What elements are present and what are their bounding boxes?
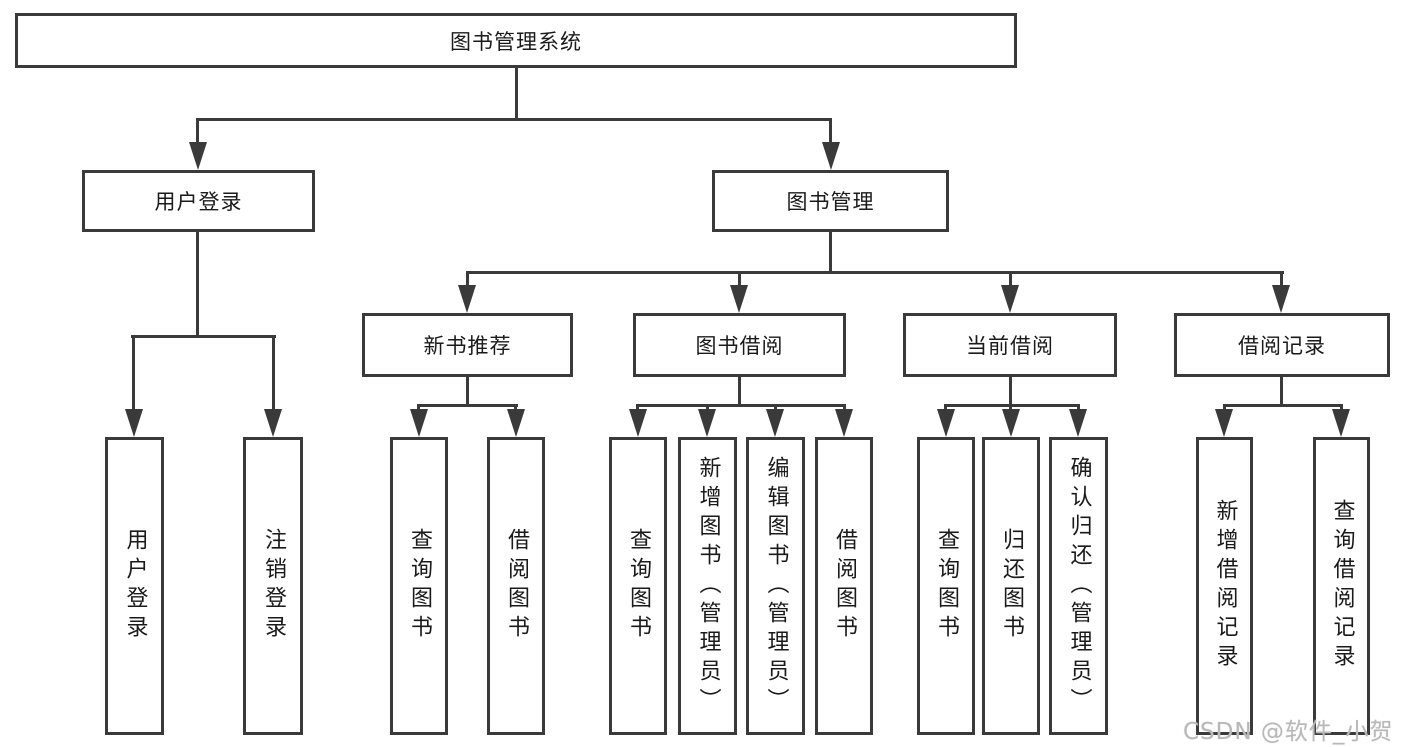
connector-line bbox=[1009, 377, 1012, 407]
connector-line bbox=[636, 404, 846, 407]
connector-line bbox=[466, 377, 469, 407]
leaf-add-book-admin-label: 新增图书（管理员） bbox=[695, 455, 721, 717]
leaf-query-books-recommend-label: 查询图书 bbox=[407, 528, 432, 644]
leaf-query-books-borrowing-label: 查询图书 bbox=[626, 528, 651, 644]
leaf-user-login-label: 用户登录 bbox=[122, 528, 148, 644]
connector-line bbox=[132, 335, 135, 415]
arrow-down-icon bbox=[1001, 285, 1019, 313]
leaf-confirm-return-admin: 确认归还（管理员） bbox=[1049, 437, 1108, 735]
leaf-query-books-current-label: 查询图书 bbox=[934, 528, 959, 644]
arrow-down-icon bbox=[698, 409, 716, 437]
leaf-borrow-books: 借阅图书 bbox=[815, 437, 873, 735]
leaf-query-books-current: 查询图书 bbox=[917, 437, 975, 735]
connector-line bbox=[197, 118, 832, 121]
connector-line bbox=[196, 232, 199, 338]
node-new-book-recommend: 新书推荐 bbox=[362, 313, 573, 377]
node-borrow-records-label: 借阅记录 bbox=[1238, 334, 1326, 358]
node-book-management: 图书管理 bbox=[712, 170, 949, 232]
arrow-down-icon bbox=[1215, 409, 1233, 437]
node-current-borrowing: 当前借阅 bbox=[903, 313, 1117, 377]
node-new-book-recommend-label: 新书推荐 bbox=[423, 334, 512, 358]
leaf-query-borrow-record: 查询借阅记录 bbox=[1313, 437, 1370, 735]
arrow-down-icon bbox=[937, 409, 955, 437]
leaf-logout: 注销登录 bbox=[243, 437, 303, 735]
arrow-down-icon bbox=[1332, 409, 1350, 437]
connector-line bbox=[1009, 271, 1012, 289]
connector-line bbox=[829, 232, 832, 274]
node-current-borrowing-label: 当前借阅 bbox=[966, 334, 1054, 358]
leaf-add-borrow-record: 新增借阅记录 bbox=[1196, 437, 1253, 735]
connector-line bbox=[738, 377, 741, 407]
leaf-borrow-books-label: 借阅图书 bbox=[832, 528, 857, 644]
leaf-query-borrow-record-label: 查询借阅记录 bbox=[1329, 499, 1355, 673]
arrow-down-icon bbox=[766, 409, 784, 437]
connector-line bbox=[738, 271, 741, 289]
arrow-down-icon bbox=[822, 142, 840, 170]
leaf-confirm-return-admin-label: 确认归还（管理员） bbox=[1066, 455, 1092, 717]
connector-line bbox=[515, 68, 518, 120]
arrow-down-icon bbox=[629, 409, 647, 437]
node-book-borrowing: 图书借阅 bbox=[633, 313, 846, 377]
arrow-down-icon bbox=[189, 142, 207, 170]
leaf-add-borrow-record-label: 新增借阅记录 bbox=[1212, 499, 1238, 673]
arrow-down-icon bbox=[1272, 285, 1290, 313]
connector-line bbox=[466, 271, 1284, 274]
arrow-down-icon bbox=[835, 409, 853, 437]
connector-line bbox=[196, 118, 199, 146]
arrow-down-icon bbox=[1002, 409, 1020, 437]
node-root-label: 图书管理系统 bbox=[450, 29, 582, 54]
leaf-add-book-admin: 新增图书（管理员） bbox=[678, 437, 737, 735]
connector-line bbox=[417, 404, 518, 407]
leaf-edit-book-admin-label: 编辑图书（管理员） bbox=[763, 455, 789, 717]
leaf-borrow-books-recommend-label: 借阅图书 bbox=[504, 528, 529, 644]
leaf-edit-book-admin: 编辑图书（管理员） bbox=[746, 437, 805, 735]
leaf-return-books-label: 归还图书 bbox=[999, 528, 1024, 644]
arrow-down-icon bbox=[264, 409, 282, 437]
leaf-borrow-books-recommend: 借阅图书 bbox=[487, 437, 545, 735]
leaf-logout-label: 注销登录 bbox=[261, 528, 286, 644]
connector-line bbox=[1280, 377, 1283, 407]
connector-line bbox=[466, 271, 469, 289]
node-book-borrowing-label: 图书借阅 bbox=[695, 334, 784, 358]
connector-line bbox=[1223, 404, 1343, 407]
leaf-query-books-recommend: 查询图书 bbox=[390, 437, 448, 735]
arrow-down-icon bbox=[730, 285, 748, 313]
leaf-query-books-borrowing: 查询图书 bbox=[609, 437, 667, 735]
node-book-management-label: 图书管理 bbox=[786, 190, 875, 214]
arrow-down-icon bbox=[125, 409, 143, 437]
node-user-login: 用户登录 bbox=[82, 170, 315, 232]
node-root: 图书管理系统 bbox=[15, 13, 1017, 68]
arrow-down-icon bbox=[458, 285, 476, 313]
arrow-down-icon bbox=[507, 409, 525, 437]
connector-line bbox=[131, 335, 276, 338]
arrow-down-icon bbox=[410, 409, 428, 437]
leaf-return-books: 归还图书 bbox=[982, 437, 1040, 735]
leaf-user-login: 用户登录 bbox=[105, 437, 164, 735]
csdn-watermark: CSDN @软件_小贺同学 bbox=[1183, 719, 1394, 745]
connector-line bbox=[829, 118, 832, 146]
connector-line bbox=[272, 335, 275, 415]
node-user-login-label: 用户登录 bbox=[154, 190, 243, 214]
node-borrow-records: 借阅记录 bbox=[1174, 313, 1390, 377]
arrow-down-icon bbox=[1069, 409, 1087, 437]
connector-line bbox=[1280, 271, 1283, 289]
connector-line bbox=[944, 404, 1080, 407]
